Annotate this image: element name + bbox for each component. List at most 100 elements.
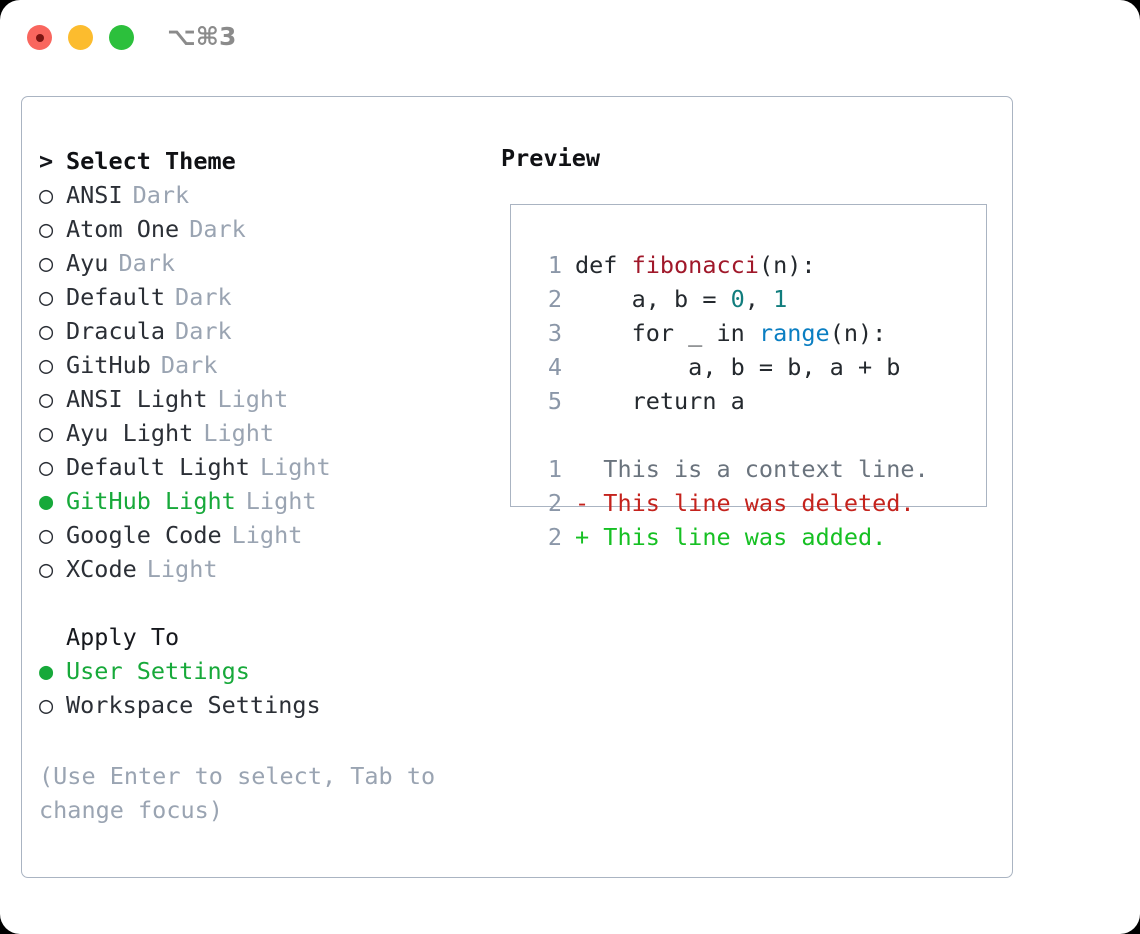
diff-line-context: 1 This is a context line. <box>534 452 929 486</box>
radio-unselected-icon: ○ <box>39 283 54 311</box>
line-number: 4 <box>547 353 562 381</box>
code-blank-line <box>534 418 929 452</box>
theme-variant: Dark <box>132 181 190 209</box>
code-token: , <box>744 285 774 313</box>
theme-name: Ayu Light <box>66 419 194 447</box>
apply-to-option[interactable]: ○ Workspace Settings <box>39 691 479 725</box>
keyboard-hint-text: (Use Enter to select, Tab to change focu… <box>39 762 450 824</box>
code-token: def <box>575 251 632 279</box>
line-number: 2 <box>547 285 562 313</box>
theme-list-item[interactable]: ○ ANSI Dark <box>39 181 479 215</box>
main-panel: > Select Theme ○ ANSI Dark ○ Atom One Da… <box>21 96 1013 878</box>
code-token: (n): <box>758 251 816 279</box>
theme-list-item[interactable]: ○ XCode Light <box>39 555 479 589</box>
code-line: 1 def fibonacci(n): <box>534 248 929 282</box>
theme-list-item[interactable]: ○ ANSI Light Light <box>39 385 479 419</box>
prompt-caret-icon: > <box>39 147 54 175</box>
theme-picker-title: Select Theme <box>66 147 236 175</box>
apply-to-option-label: Workspace Settings <box>66 691 321 719</box>
theme-list-item[interactable]: ○ Google Code Light <box>39 521 479 555</box>
theme-list-item-selected[interactable]: ● GitHub Light Light <box>39 487 479 521</box>
theme-name: Ayu <box>66 249 109 277</box>
theme-variant: Dark <box>175 283 232 311</box>
code-line: 5 return a <box>534 384 929 418</box>
diff-text: - This line was deleted. <box>575 489 915 517</box>
radio-unselected-icon: ○ <box>39 555 54 583</box>
radio-unselected-icon: ○ <box>39 317 54 345</box>
line-number: 1 <box>547 455 562 483</box>
code-token-number: 1 <box>773 285 788 313</box>
theme-variant: Light <box>146 555 218 583</box>
theme-variant: Light <box>217 385 289 413</box>
line-number: 2 <box>547 523 562 551</box>
code-token: a, b = <box>575 285 731 313</box>
radio-unselected-icon: ○ <box>39 181 54 209</box>
theme-name: Default Light <box>66 453 250 481</box>
apply-to-option-label: User Settings <box>66 657 250 685</box>
theme-name: XCode <box>66 555 137 583</box>
code-token: for _ in <box>575 319 759 347</box>
title-bar: ⌥⌘3 <box>0 0 1140 78</box>
code-token: return a <box>575 387 745 415</box>
radio-selected-icon: ● <box>39 657 54 685</box>
theme-name: Atom One <box>66 215 180 243</box>
theme-list-item[interactable]: ○ Dracula Dark <box>39 317 479 351</box>
diff-line-added: 2 + This line was added. <box>534 520 929 554</box>
radio-unselected-icon: ○ <box>39 351 54 379</box>
radio-unselected-icon: ○ <box>39 385 54 413</box>
theme-list-item[interactable]: ○ Atom One Dark <box>39 215 479 249</box>
preview-title: Preview <box>501 144 601 172</box>
code-sample: 1 def fibonacci(n): 2 a, b = 0, 1 3 for … <box>534 248 929 554</box>
maximize-button[interactable] <box>109 25 134 50</box>
code-token: (n): <box>829 319 887 347</box>
theme-variant: Dark <box>175 317 232 345</box>
theme-name: ANSI Light <box>66 385 208 413</box>
line-number: 2 <box>547 489 562 517</box>
apply-to-title: Apply To <box>66 623 180 651</box>
code-token-builtin: range <box>758 319 830 347</box>
theme-list-item[interactable]: ○ Default Light Light <box>39 453 479 487</box>
theme-picker-column: > Select Theme ○ ANSI Dark ○ Atom One Da… <box>39 147 479 725</box>
theme-list-item[interactable]: ○ Ayu Dark <box>39 249 479 283</box>
theme-name: Default <box>66 283 166 311</box>
close-button[interactable] <box>27 25 52 50</box>
theme-variant: Light <box>203 419 275 447</box>
theme-name: GitHub Light <box>66 487 236 515</box>
line-number: 3 <box>547 319 562 347</box>
list-spacer <box>39 589 479 623</box>
theme-list-item[interactable]: ○ Default Dark <box>39 283 479 317</box>
line-number: 1 <box>547 251 562 279</box>
radio-unselected-icon: ○ <box>39 419 54 447</box>
theme-variant: Dark <box>160 351 218 379</box>
radio-selected-icon: ● <box>39 487 54 515</box>
theme-picker-heading: > Select Theme <box>39 147 479 181</box>
keyboard-shortcut-label: ⌥⌘3 <box>167 22 237 51</box>
theme-name: ANSI <box>66 181 123 209</box>
theme-variant: Light <box>259 453 331 481</box>
apply-to-option-selected[interactable]: ● User Settings <box>39 657 479 691</box>
code-line: 3 for _ in range(n): <box>534 316 929 350</box>
theme-list-item[interactable]: ○ GitHub Dark <box>39 351 479 385</box>
theme-list-item[interactable]: ○ Ayu Light Light <box>39 419 479 453</box>
theme-name: Dracula <box>66 317 166 345</box>
radio-unselected-icon: ○ <box>39 453 54 481</box>
code-token-function: fibonacci <box>631 251 759 279</box>
code-line: 2 a, b = 0, 1 <box>534 282 929 316</box>
theme-variant: Dark <box>118 249 176 277</box>
radio-unselected-icon: ○ <box>39 521 54 549</box>
theme-variant: Dark <box>189 215 246 243</box>
radio-unselected-icon: ○ <box>39 215 54 243</box>
diff-line-deleted: 2 - This line was deleted. <box>534 486 929 520</box>
preview-box: 1 def fibonacci(n): 2 a, b = 0, 1 3 for … <box>510 204 987 551</box>
radio-unselected-icon: ○ <box>39 249 54 277</box>
theme-variant: Light <box>245 487 317 515</box>
line-number: 5 <box>547 387 562 415</box>
window-controls <box>27 25 134 50</box>
minimize-button[interactable] <box>68 25 93 50</box>
theme-name: Google Code <box>66 521 222 549</box>
apply-to-heading: ○ Apply To <box>39 623 479 657</box>
preview-column: Preview <box>501 144 601 172</box>
diff-text: + This line was added. <box>575 523 887 551</box>
code-token: a, b = b, a + b <box>575 353 901 381</box>
